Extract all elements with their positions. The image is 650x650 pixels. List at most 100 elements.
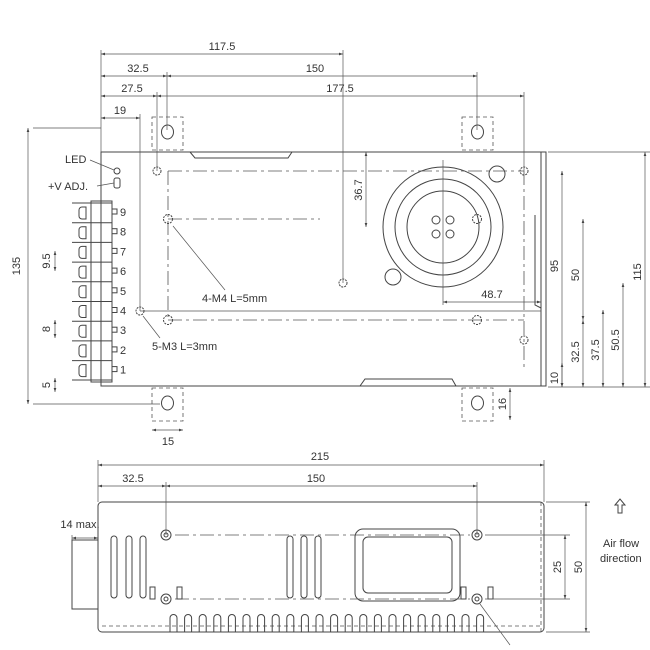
- dimension-label: 115: [632, 263, 644, 281]
- terminal-pin: [111, 208, 118, 215]
- mounting-tab: [151, 387, 184, 422]
- dimension-label: 36.7: [353, 179, 365, 200]
- dimension-label: 117.5: [209, 41, 236, 53]
- fan-screw-icon: [488, 165, 506, 183]
- dimension-label: 19: [114, 105, 126, 117]
- led-label: LED: [65, 154, 86, 166]
- slot-hole: [471, 124, 484, 140]
- terminal-label-2: 2: [120, 345, 126, 357]
- dimension-label: 32.5: [122, 473, 143, 485]
- tab-slot: [176, 586, 183, 600]
- terminal-pin: [111, 267, 118, 274]
- terminal-screw-icon: [78, 324, 87, 338]
- m4-label: 4-M4 L=5mm: [202, 293, 267, 305]
- slot-hole: [471, 395, 484, 411]
- airflow-label: Air flow: [603, 538, 639, 550]
- terminal-pin: [111, 326, 118, 333]
- mounting-tab: [151, 116, 184, 151]
- fan-window: [354, 528, 461, 602]
- dimension-label: 27.5: [121, 83, 142, 95]
- tab-slot: [460, 586, 467, 600]
- dimension-label: 25: [552, 561, 564, 573]
- terminal-pin: [111, 346, 118, 353]
- bottom-vent-slot: [242, 614, 251, 632]
- mounting-hole-icon: [471, 593, 483, 605]
- connector: [71, 539, 99, 610]
- terminal-pin: [111, 366, 118, 373]
- dimension-label: 16: [497, 398, 509, 410]
- bottom-vent-slot: [373, 614, 382, 632]
- dimension-label: 95: [549, 260, 561, 272]
- dimension-label: 5: [41, 382, 53, 388]
- m4-screw-hole-icon: [163, 315, 173, 325]
- mounting-hole-inner: [474, 596, 480, 602]
- mounting-tab: [461, 116, 494, 151]
- terminal-screw-icon: [78, 245, 87, 259]
- dimension-label: 215: [311, 451, 329, 463]
- dimension-label: 9.5: [41, 253, 53, 268]
- airflow-arrow-icon: [613, 498, 627, 514]
- bottom-vent-slot: [286, 614, 295, 632]
- terminal-screw-icon: [78, 344, 87, 358]
- bottom-vent-slot: [198, 614, 207, 632]
- bottom-vent-slot: [461, 614, 470, 632]
- dimension-label: 177.5: [326, 83, 354, 95]
- dimension-label: 15: [162, 436, 174, 448]
- terminal-label-7: 7: [120, 246, 126, 258]
- bottom-vent-slot: [213, 614, 222, 632]
- mounting-hole-icon: [160, 593, 172, 605]
- bottom-vent-slot: [388, 614, 397, 632]
- side-vent-slot: [300, 535, 308, 599]
- dimension-label: 135: [11, 257, 23, 275]
- dimension-label: 50: [573, 561, 585, 573]
- bottom-vent-slot: [257, 614, 266, 632]
- bottom-vent-slot: [417, 614, 426, 632]
- terminal-label-9: 9: [120, 207, 126, 219]
- bottom-vent-slot: [271, 614, 280, 632]
- dimension-label: 37.5: [590, 339, 602, 360]
- terminal-screw-icon: [78, 265, 87, 279]
- m4-screw-hole-icon: [163, 214, 173, 224]
- side-vent-slot: [139, 535, 147, 599]
- dimension-label: 150: [307, 473, 325, 485]
- terminal-label-4: 4: [120, 306, 126, 318]
- mounting-tabs: [151, 116, 494, 422]
- bottom-rib: [359, 378, 457, 387]
- bottom-vent-slot: [446, 614, 455, 632]
- m3-label: 5-M3 L=3mm: [152, 341, 217, 353]
- mounting-tab: [461, 387, 494, 422]
- led-indicator: [113, 167, 121, 175]
- mounting-hole-inner: [163, 596, 169, 602]
- terminal-screw-icon: [78, 226, 87, 240]
- slot-hole: [161, 395, 174, 411]
- terminal-screw-icon: [78, 305, 87, 318]
- side-vent-slot: [110, 535, 118, 599]
- dimension-label: 8: [41, 326, 53, 332]
- bottom-vent-slot: [300, 614, 309, 632]
- screw-holes: [135, 166, 529, 345]
- dimension-label: 50: [570, 269, 582, 281]
- m4-screw-hole-icon: [472, 214, 482, 224]
- terminal-pin: [111, 228, 118, 235]
- terminal-label-5: 5: [120, 286, 126, 298]
- terminal-pin: [111, 287, 118, 294]
- side-vent-slot: [125, 535, 133, 599]
- dimension-label: 50.5: [610, 329, 622, 350]
- terminal-screw-icon: [78, 364, 87, 378]
- terminal-label-6: 6: [120, 266, 126, 278]
- dimension-label: 32.5: [570, 341, 582, 362]
- terminal-label-3: 3: [120, 325, 126, 337]
- dimension-lines: 117.5 32.5 150 27.5 177.5 19 135 9.5 8 5 36.7 48.7 9…: [11, 41, 650, 448]
- terminal-pin: [111, 247, 118, 254]
- terminal-screw-icon: [78, 285, 87, 299]
- side-vent-slot: [286, 535, 294, 599]
- bottom-vent-slot: [359, 614, 368, 632]
- dimension-label: 150: [306, 63, 324, 75]
- dimension-label: 48.7: [481, 289, 502, 301]
- chassis-outline: [100, 151, 547, 387]
- bottom-vent-slot: [315, 614, 324, 632]
